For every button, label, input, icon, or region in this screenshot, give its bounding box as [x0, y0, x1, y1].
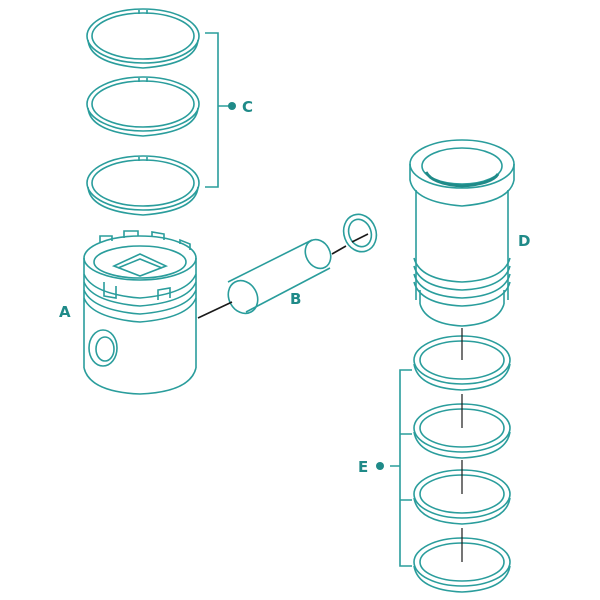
- label-liner-seals: E: [358, 458, 368, 476]
- piston-rings-dot: [228, 102, 236, 110]
- liner-seals-bracket: [390, 369, 412, 567]
- piston-rings-bracket: [205, 32, 229, 188]
- circlip: [342, 213, 378, 253]
- liner-seal-rings-group: [390, 335, 511, 593]
- liner-bore-highlight: [424, 171, 500, 188]
- piston-pin: [227, 238, 332, 315]
- piston: [83, 230, 197, 395]
- label-pin: B: [290, 290, 301, 308]
- cylinder-liner: [409, 139, 515, 327]
- liner-seal-ring-3: [413, 469, 511, 525]
- piston-ring-bottom: [86, 155, 200, 216]
- label-liner: D: [518, 232, 530, 250]
- pin-axis-line: [197, 233, 369, 319]
- liner-seals-dot: [376, 462, 384, 470]
- piston-ring-middle: [86, 76, 200, 137]
- label-piston: A: [59, 303, 71, 321]
- piston-rings-group: [86, 8, 229, 216]
- piston-ring-top: [86, 8, 200, 69]
- label-piston-rings: C: [242, 98, 253, 116]
- piston-pin-hole: [88, 329, 118, 367]
